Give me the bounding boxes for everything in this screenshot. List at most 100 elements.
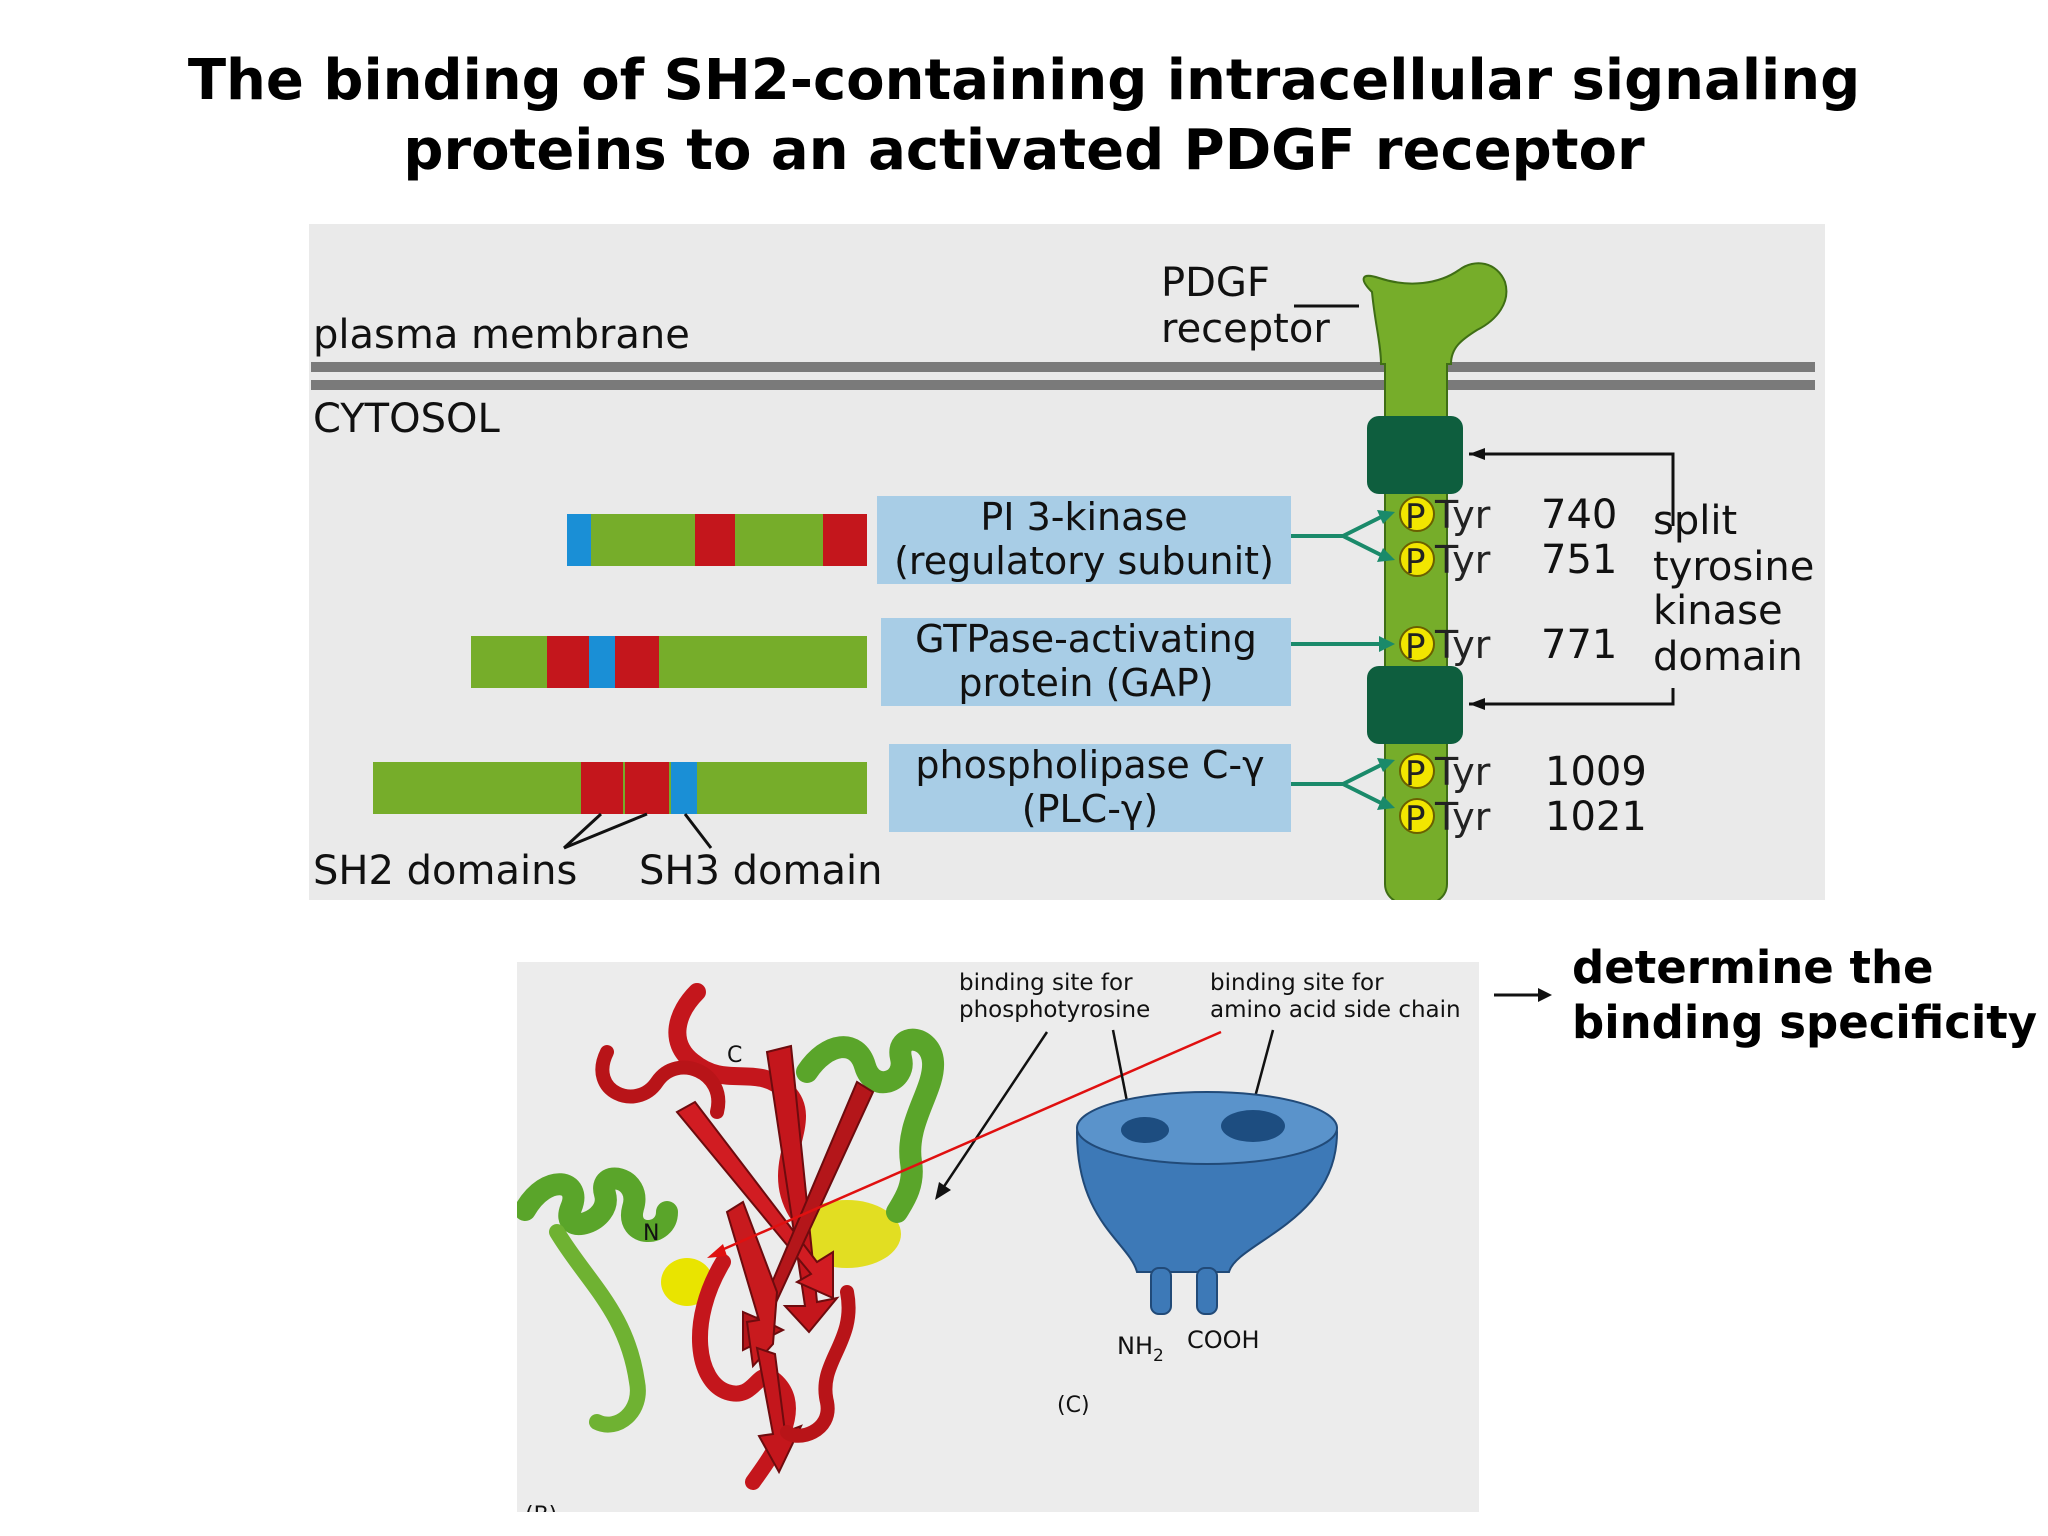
beta-loop-right xyxy=(780,1285,856,1443)
binding-arrowhead xyxy=(1379,636,1395,652)
phospho-circle xyxy=(1399,496,1435,532)
phosphotyrosine-1009: P Tyr xyxy=(1399,750,1491,794)
sh3-domain xyxy=(589,636,615,688)
residue-751: 751 xyxy=(1541,537,1617,583)
specificity-note-line-1: determine the xyxy=(1572,941,1934,994)
protein-pi3-kinase-bar xyxy=(567,514,867,566)
phosphotyrosine-pocket xyxy=(1121,1117,1169,1143)
title-line-2: proteins to an activated PDGF receptor xyxy=(403,118,1645,183)
nh2-text: NH xyxy=(1117,1332,1153,1360)
protein-label-pi3k-line-2: (regulatory subunit) xyxy=(894,539,1274,583)
tyr-label: Tyr xyxy=(1434,750,1491,794)
cooh-leg xyxy=(1196,1267,1218,1315)
alpha-helix-a xyxy=(517,1167,678,1242)
nh2-subscript: 2 xyxy=(1153,1346,1164,1366)
protein-label-plc-line-2: (PLC-γ) xyxy=(1022,787,1158,831)
alpha-helix-a-tail xyxy=(549,1224,646,1433)
sh3-pointer xyxy=(683,813,713,849)
residue-1009: 1009 xyxy=(1545,749,1647,795)
tyr-label: Tyr xyxy=(1434,623,1491,667)
beta-strand-4 xyxy=(725,1200,779,1369)
sh2-domains-label: SH2 domains xyxy=(313,848,577,894)
phospho-letter: P xyxy=(1405,799,1426,839)
phospho-letter: P xyxy=(1405,754,1426,794)
domain-label-line-4: domain xyxy=(1653,634,1803,680)
sh2-domain xyxy=(581,762,623,814)
panel-c-label: (C) xyxy=(1057,1393,1090,1418)
sh3-domain xyxy=(671,762,697,814)
phospho-circle xyxy=(1399,626,1435,662)
receptor-label-line-1: PDGF xyxy=(1161,260,1270,306)
sh2-domain xyxy=(547,636,589,688)
phosphotyrosine-751: P Tyr xyxy=(1399,538,1491,582)
phosphotyrosine-1021: P Tyr xyxy=(1399,795,1491,839)
protein-label-gap-line-2: protein (GAP) xyxy=(958,661,1213,705)
pointer-to-phosphotyrosine-site xyxy=(941,1031,1049,1189)
receptor-diagram-svg: plasma membrane CYTOSOL PDGF receptor sp… xyxy=(311,260,1815,908)
membrane-label: plasma membrane xyxy=(313,312,690,358)
phospho-circle xyxy=(1399,541,1435,577)
kinase-domain-lower xyxy=(1367,666,1463,744)
cytosol-label: CYTOSOL xyxy=(313,396,500,442)
residue-771: 771 xyxy=(1541,622,1617,668)
domain-label-line-2: tyrosine xyxy=(1653,544,1814,590)
residue-1021: 1021 xyxy=(1545,794,1647,840)
phosphotyrosine-771: P Tyr xyxy=(1399,623,1491,667)
membrane-line-inner xyxy=(311,380,1815,390)
kinase-bracket-arrowhead-top xyxy=(1469,448,1485,460)
sh2-structure-panel: C N binding site for phosphotyrosine bin… xyxy=(517,962,1479,1512)
slide-title: The binding of SH2-containing intracellu… xyxy=(0,46,2048,186)
sh2-schematic-top xyxy=(1076,1091,1338,1165)
sh2-domain xyxy=(615,636,659,688)
tyr-label: Tyr xyxy=(1434,795,1491,839)
binding-arrow-pi3k xyxy=(1291,514,1384,558)
pointer-arrowhead-red xyxy=(707,1244,727,1258)
binding-patch-right xyxy=(793,1200,901,1268)
protein-plc-gamma-bar xyxy=(373,762,867,814)
site-label-phosphotyrosine-line-1: binding site for xyxy=(959,970,1133,996)
phospho-letter: P xyxy=(1405,497,1426,537)
pointer-arrowhead xyxy=(935,1182,951,1200)
kinase-bracket-bottom xyxy=(1469,688,1675,706)
receptor-diagram-panel: plasma membrane CYTOSOL PDGF receptor sp… xyxy=(309,224,1825,908)
protein-label-pi3k-line-1: PI 3-kinase xyxy=(980,495,1187,539)
side-note-arrow-icon xyxy=(1494,988,1552,1002)
phospho-circle xyxy=(1399,798,1435,834)
nh2-leg xyxy=(1150,1267,1172,1315)
beta-loop-left xyxy=(595,1045,726,1119)
title-line-1: The binding of SH2-containing intracellu… xyxy=(187,48,1861,113)
protein-body xyxy=(471,636,867,688)
membrane-line-outer xyxy=(311,362,1815,372)
panel-b-label: (B) xyxy=(525,1503,557,1512)
binding-arrow-plc xyxy=(1291,762,1384,806)
side-arrow-head xyxy=(1538,988,1552,1002)
specificity-note-line-2: binding specificity xyxy=(1572,996,2038,1049)
kinase-bracket-top xyxy=(1469,452,1675,526)
sh2-structure-svg: C N binding site for phosphotyrosine bin… xyxy=(517,970,1461,1512)
binding-arrowhead xyxy=(1377,510,1395,524)
protein-label-gap-line-1: GTPase-activating xyxy=(915,617,1257,661)
binding-arrowhead xyxy=(1377,548,1395,562)
sh2-domain xyxy=(695,514,735,566)
sh2-domain xyxy=(823,514,867,566)
pointer-to-sidechain-site xyxy=(716,1030,1222,1254)
binding-arrowhead xyxy=(1377,758,1395,772)
site-label-sidechain-line-2: amino acid side chain xyxy=(1210,997,1461,1023)
sidechain-pocket xyxy=(1221,1110,1285,1142)
kinase-bracket-arrowhead-bottom xyxy=(1469,698,1485,710)
protein-label-box-pi3k xyxy=(877,496,1291,584)
sh2-domain xyxy=(625,762,669,814)
receptor-label-line-2: receptor xyxy=(1161,306,1330,352)
protein-label-box-gap xyxy=(881,618,1291,706)
site-label-sidechain-line-1: binding site for xyxy=(1210,970,1384,996)
phospho-letter: P xyxy=(1405,542,1426,582)
sh3-domain xyxy=(567,514,591,566)
sh2-pointer-2 xyxy=(563,812,648,850)
protein-label-plc-line-1: phospholipase C-γ xyxy=(915,743,1264,787)
sh2-pointer-1 xyxy=(562,812,603,850)
domain-label-line-3: kinase xyxy=(1653,588,1783,634)
cooh-label: COOH xyxy=(1187,1326,1260,1354)
phosphotyrosine-740: P Tyr xyxy=(1399,493,1491,537)
c-terminus-label: C xyxy=(727,1043,742,1068)
residue-740: 740 xyxy=(1541,492,1617,538)
